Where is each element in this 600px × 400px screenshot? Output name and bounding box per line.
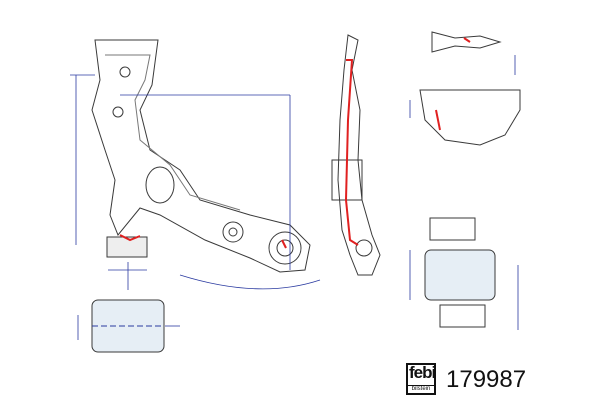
highlight-lines [119,37,471,249]
control-arm-outline [91,39,311,273]
dimension-lines [70,55,519,340]
part-number: 179987 [446,366,527,393]
side-view-outline [337,34,381,276]
logo-sub-text: bilstein [408,385,434,393]
logo-main-text: febi [409,363,436,382]
febi-bilstein-logo: febi bilstein [406,363,436,395]
